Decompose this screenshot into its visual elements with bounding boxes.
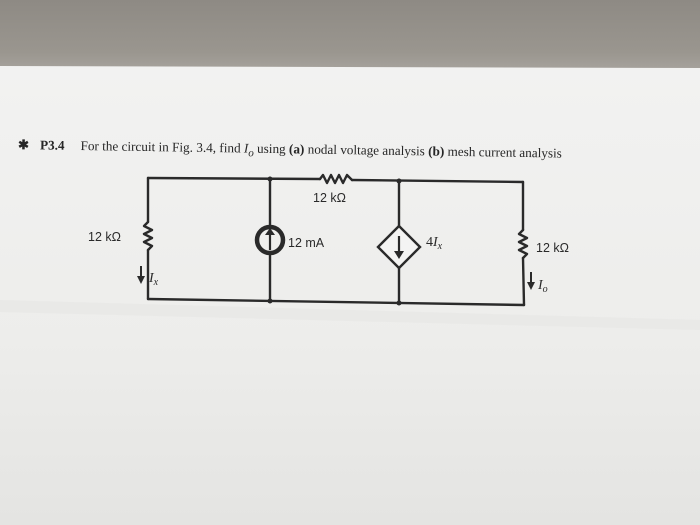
current-arrow-io [527, 272, 535, 290]
current-arrow-ix [137, 266, 145, 284]
dependent-current-source [376, 224, 422, 270]
left-current-label: Ix [148, 271, 159, 288]
right-resistor-label: 12 kΩ [536, 241, 569, 255]
right-resistor [517, 228, 529, 260]
top-resistor [318, 173, 354, 185]
left-resistor [142, 220, 154, 252]
current-source-label: 12 mA [288, 236, 325, 250]
wire-bottom [146, 297, 526, 307]
node-bottom-2 [396, 300, 402, 306]
output-current-label: Io [537, 278, 548, 295]
left-resistor-label: 12 kΩ [88, 230, 121, 244]
wire-top-right [350, 178, 525, 184]
node-bottom-1 [267, 298, 273, 304]
top-resistor-label: 12 kΩ [313, 191, 346, 205]
wire-right-lower [521, 256, 526, 307]
dependent-source-label: 4Ix [426, 235, 443, 252]
node-top-1 [267, 176, 273, 182]
current-source-12ma [254, 224, 286, 256]
wire-top-left [146, 176, 322, 181]
node-top-2 [396, 178, 402, 184]
